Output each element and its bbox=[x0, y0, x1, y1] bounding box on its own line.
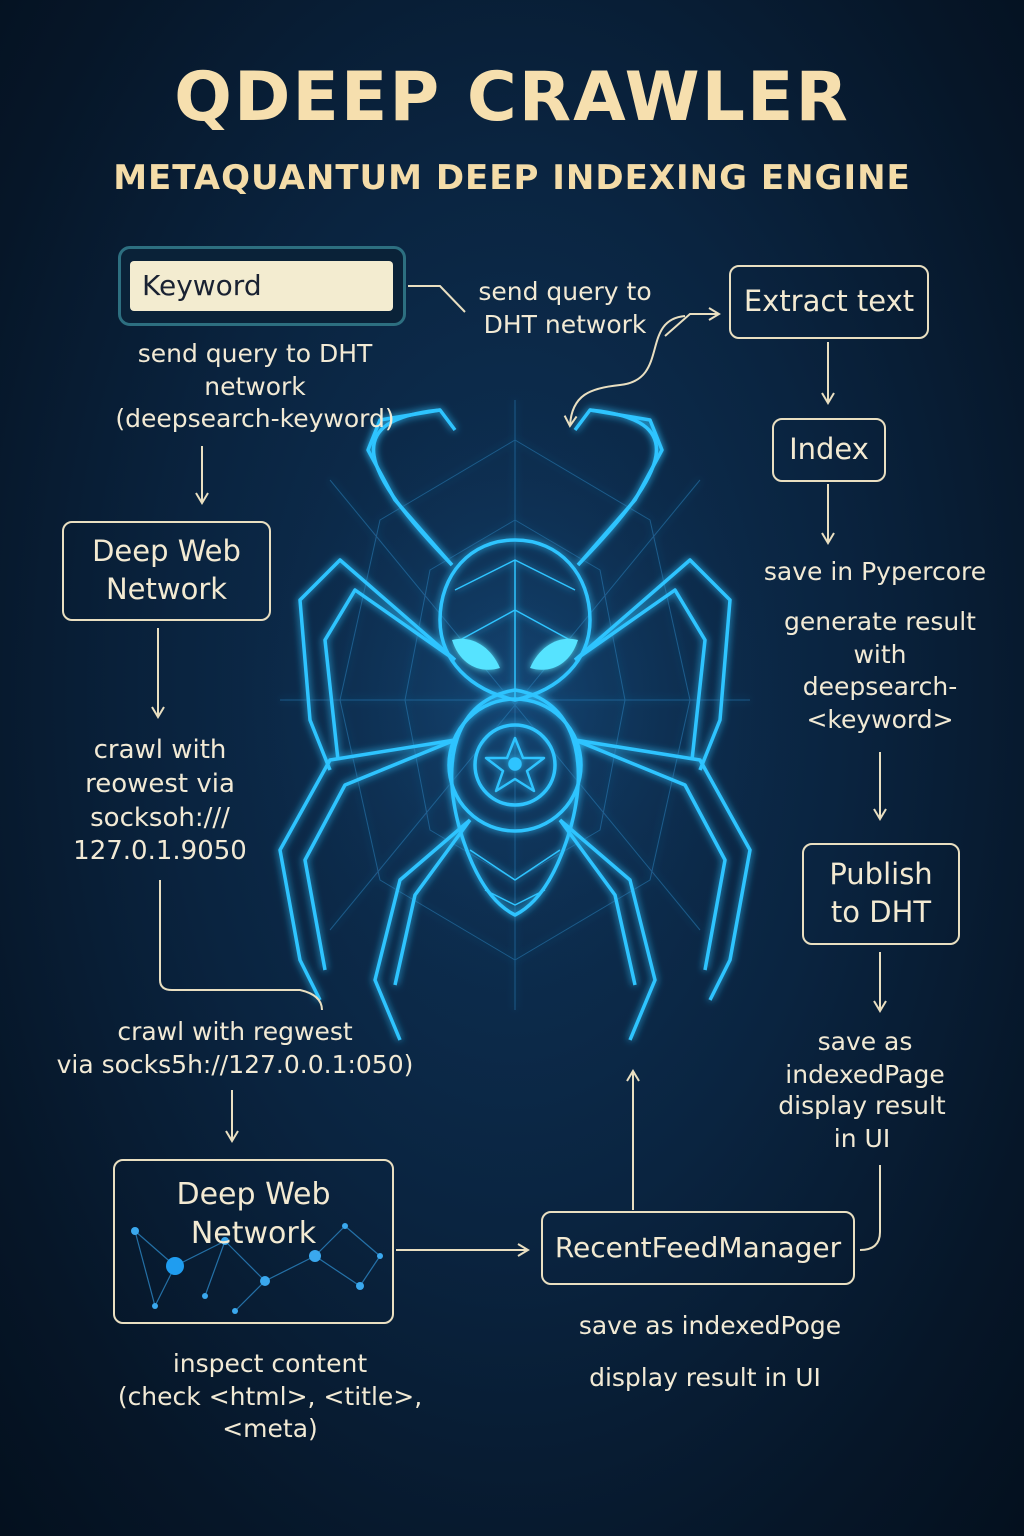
crawl-label-top: crawl with reowest via socksoh:/// 127.0… bbox=[73, 735, 247, 867]
generate-result-label: generate result with deepsearch- <keywor… bbox=[784, 607, 976, 734]
display-result-label-right: display result in UI bbox=[778, 1091, 946, 1153]
arrow-icon bbox=[159, 880, 323, 1011]
arrow-icon bbox=[859, 1165, 881, 1251]
arrow-icon bbox=[408, 285, 466, 313]
save-pypercore-label: save in Pypercore bbox=[763, 557, 987, 586]
crawl-label-bottom: crawl with regwest via socks5h://127.0.0… bbox=[56, 1017, 414, 1079]
save-indexed-label-right: save as indexedPage bbox=[785, 1027, 945, 1089]
index-node: Index bbox=[772, 418, 886, 482]
network-graph-icon bbox=[131, 1223, 383, 1314]
send-query-label-top: send query to DHT network bbox=[478, 277, 652, 339]
deep-web-network-label: Deep Web Network bbox=[176, 1177, 331, 1251]
save-indexed-label-bottom: save as indexedPoge bbox=[578, 1311, 842, 1340]
page-subtitle: METAQUANTUM DEEP INDEXING ENGINE bbox=[113, 158, 911, 198]
display-result-label-bottom: display result in UI bbox=[589, 1363, 821, 1392]
arrow-icon bbox=[664, 307, 721, 337]
recent-feed-manager-node: RecentFeedManager bbox=[541, 1211, 855, 1285]
deep-web-network-panel: Deep Web Network bbox=[113, 1159, 394, 1324]
deep-web-network-node: Deep Web Network bbox=[62, 521, 271, 621]
extract-text-node: Extract text bbox=[729, 265, 929, 339]
publish-dht-node: Publish to DHT bbox=[802, 843, 960, 945]
page-title: QDEEP CRAWLER bbox=[174, 58, 850, 137]
inspect-content-label: inspect content (check <html>, <title>, … bbox=[117, 1349, 423, 1443]
arrow-icon bbox=[563, 315, 686, 428]
send-query-label-left: send query to DHT network (deepsearch-ke… bbox=[115, 339, 395, 433]
keyword-input[interactable]: Keyword bbox=[130, 261, 393, 311]
